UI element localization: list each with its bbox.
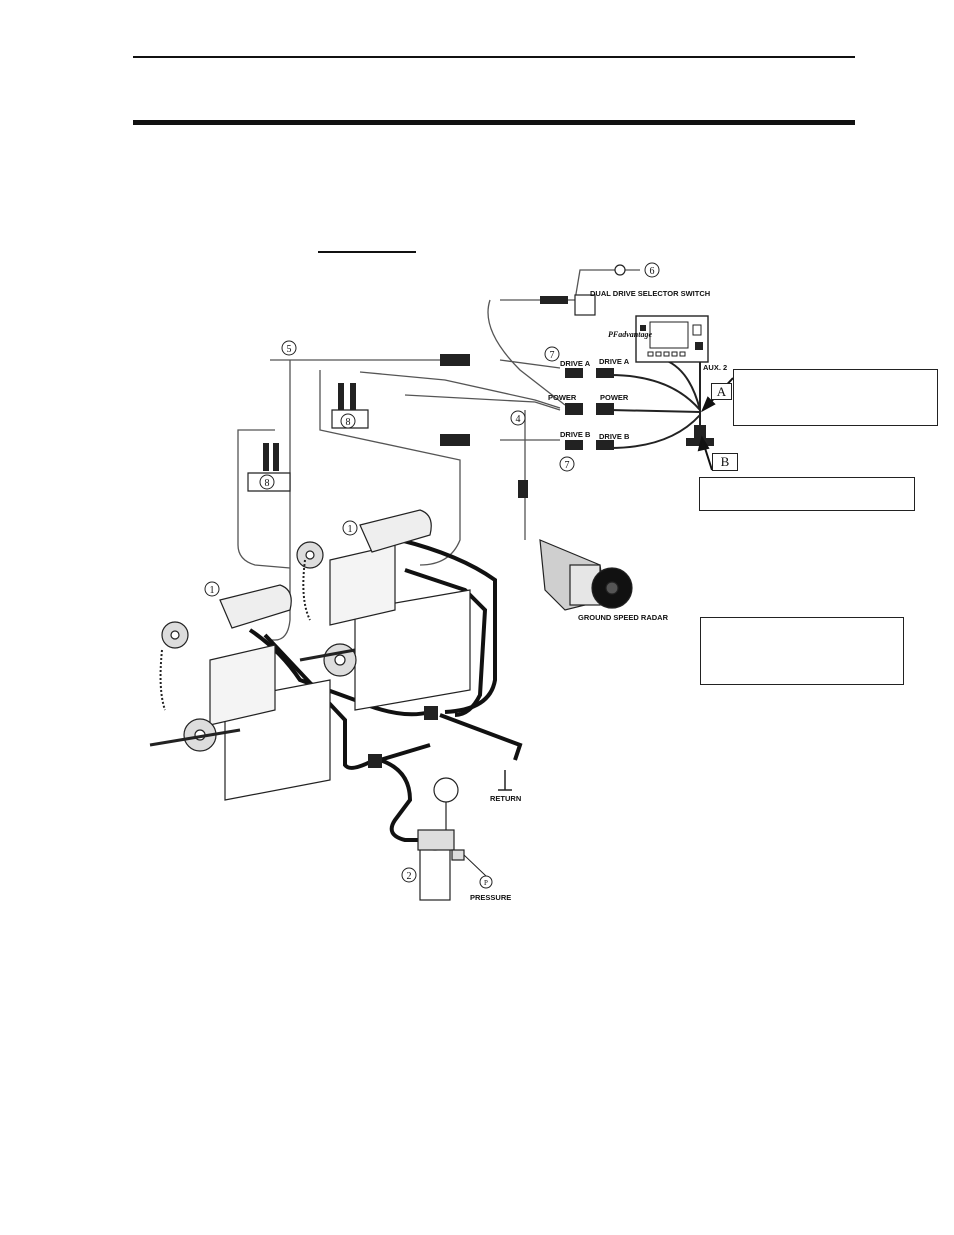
return-label: RETURN xyxy=(490,794,521,803)
marker-a: A xyxy=(711,383,732,400)
callout-circles xyxy=(204,262,660,883)
callout-1b: 1 xyxy=(210,585,215,596)
return-port xyxy=(498,770,512,791)
header-rule-top xyxy=(133,56,855,58)
pressure-port xyxy=(463,854,493,889)
callout-2: 2 xyxy=(407,871,412,882)
callout-1a: 1 xyxy=(348,524,353,535)
hydraulic-drive-unit xyxy=(149,559,331,801)
console-brand-label: PFadvantage xyxy=(608,330,652,339)
callout-8a: 8 xyxy=(346,417,351,428)
pressure-port-label: P xyxy=(484,879,488,887)
tee-fittings xyxy=(368,706,438,768)
power-right-label: POWER xyxy=(600,393,629,402)
ground-speed-radar xyxy=(539,539,633,611)
ground-speed-radar-label: GROUND SPEED RADAR xyxy=(578,613,669,622)
selector-switch xyxy=(574,264,626,316)
callout-8b: 8 xyxy=(265,478,270,489)
hydraulic-drive-unit xyxy=(296,509,471,711)
pfadvantage-console xyxy=(635,315,709,363)
pressure-filter xyxy=(417,777,465,901)
callout-box-b xyxy=(699,477,915,511)
harness-wires xyxy=(237,269,640,641)
callout-4: 4 xyxy=(516,414,521,425)
callout-box-c xyxy=(700,617,904,685)
callout-7a: 7 xyxy=(550,350,555,361)
drive-a-left-label: DRIVE A xyxy=(560,359,591,368)
callout-7b: 7 xyxy=(565,460,570,471)
drive-b-left-label: DRIVE B xyxy=(560,430,591,439)
figure-caption-underline xyxy=(318,251,416,253)
header-rule-bottom xyxy=(133,120,855,125)
aux2-label: AUX. 2 xyxy=(703,363,727,372)
power-left-label: POWER xyxy=(548,393,577,402)
drive-b-right-label: DRIVE B xyxy=(599,432,630,441)
callout-5: 5 xyxy=(287,344,292,355)
marker-arrows xyxy=(697,377,734,471)
dual-drive-selector-switch-label: DUAL DRIVE SELECTOR SWITCH xyxy=(590,289,710,298)
pressure-label: PRESSURE xyxy=(470,893,511,902)
marker-b: B xyxy=(712,453,738,471)
callout-6: 6 xyxy=(650,266,655,277)
callout-box-a xyxy=(733,369,938,426)
drive-a-right-label: DRIVE A xyxy=(599,357,630,366)
main-harness xyxy=(609,359,701,449)
